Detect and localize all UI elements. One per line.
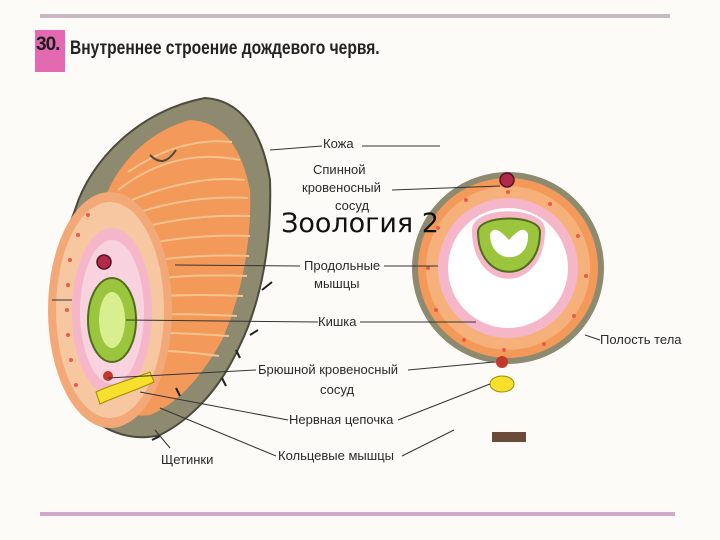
slide-overlay-title: Зоология 2 [0,208,720,239]
label-setae: Щетинки [161,452,213,468]
label-body-cavity: Полость тела [600,332,682,348]
label-ventral-vessel-1: Брюшной кровеносный [258,362,398,378]
label-dorsal-vessel-1: Спинной [313,162,366,178]
label-ventral-vessel-2: сосуд [320,382,354,398]
label-nerve-cord: Нервная цепочка [289,412,393,428]
worm-3d-section [48,98,272,440]
bottom-divider [40,512,675,516]
label-longitudinal-muscles-1: Продольные [304,258,380,274]
label-dorsal-vessel-2: кровеносный [302,180,381,196]
label-intestine: Кишка [318,314,356,330]
label-circular-muscles: Кольцевые мышцы [278,448,394,464]
label-skin: Кожа [323,136,354,152]
label-longitudinal-muscles-2: мышцы [314,276,360,292]
